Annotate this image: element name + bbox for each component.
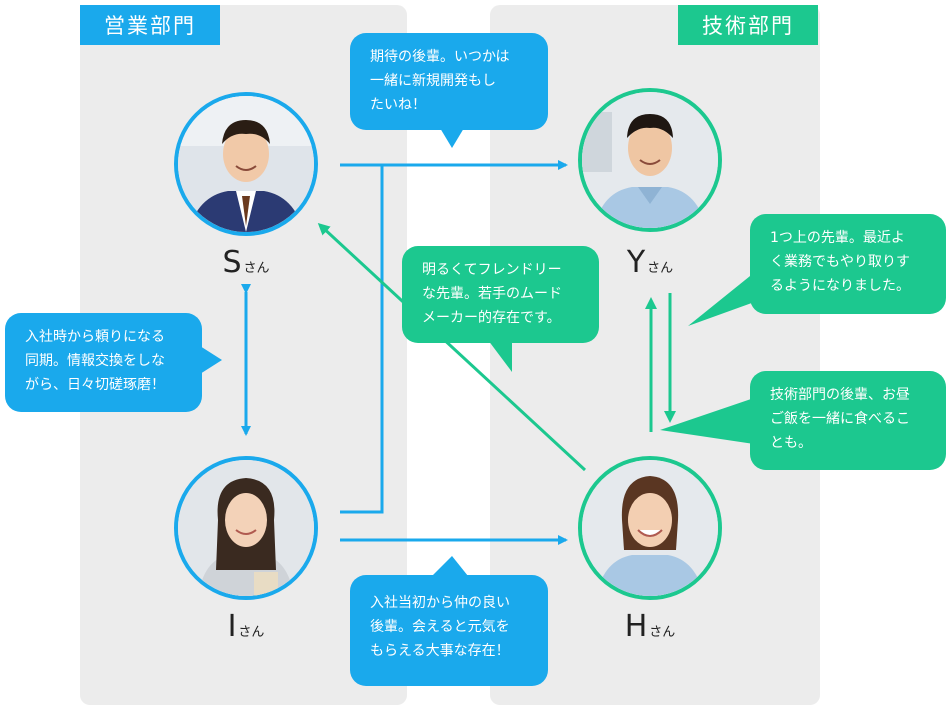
person-s-suffix: さん: [243, 261, 270, 276]
person-s-name: S さん: [186, 248, 306, 278]
person-h-name: H さん: [590, 612, 710, 642]
tail-i-to-h: [432, 556, 468, 576]
sales-department-label: 営業部門: [80, 5, 220, 45]
person-i-name: I さん: [186, 612, 306, 642]
person-y-suffix: さん: [647, 261, 674, 276]
bubble-s-to-y-text: 期待の後輩。いつかは 一緒に新規開発もし たいね！: [370, 49, 510, 113]
person-s-initial: S: [222, 245, 242, 280]
person-i-initial: I: [227, 609, 237, 644]
bubble-i-to-h: 入社当初から仲の良い 後輩。会えると元気を もらえる大事な存在！: [350, 575, 548, 686]
person-h-initial: H: [624, 609, 648, 644]
bubble-s-i: 入社時から頼りになる 同期。情報交換をしな がら、日々切磋琢磨！: [5, 313, 202, 412]
person-s-photo: [174, 92, 318, 236]
person-h-photo: [578, 456, 722, 600]
bubble-h-to-s: 明るくてフレンドリー な先輩。若手のムード メーカー的存在です。: [402, 246, 599, 343]
bubble-h-to-y: 技術部門の後輩、お昼 ご飯を一緒に食べるこ とも。: [750, 371, 946, 470]
person-y-initial: Y: [626, 245, 646, 280]
person-i-suffix: さん: [238, 625, 265, 640]
tail-s-to-y: [440, 128, 464, 148]
bubble-s-i-text: 入社時から頼りになる 同期。情報交換をしな がら、日々切磋琢磨！: [25, 329, 165, 393]
person-i-photo: [174, 456, 318, 600]
tech-department-label: 技術部門: [678, 5, 818, 45]
bubble-h-to-y-text: 技術部門の後輩、お昼 ご飯を一緒に食べるこ とも。: [770, 387, 910, 451]
person-y-photo: [578, 88, 722, 232]
bubble-h-to-s-text: 明るくてフレンドリー な先輩。若手のムード メーカー的存在です。: [422, 262, 562, 326]
bubble-s-to-y: 期待の後輩。いつかは 一緒に新規開発もし たいね！: [350, 33, 548, 130]
bubble-i-to-h-text: 入社当初から仲の良い 後輩。会えると元気を もらえる大事な存在！: [370, 595, 510, 659]
person-y-name: Y さん: [590, 248, 710, 278]
bubble-y-to-h-text: 1つ上の先輩。最近よ く業務でもやり取りす るようになりました。: [770, 230, 910, 294]
person-h-suffix: さん: [649, 625, 676, 640]
bubble-y-to-h: 1つ上の先輩。最近よ く業務でもやり取りす るようになりました。: [750, 214, 946, 314]
